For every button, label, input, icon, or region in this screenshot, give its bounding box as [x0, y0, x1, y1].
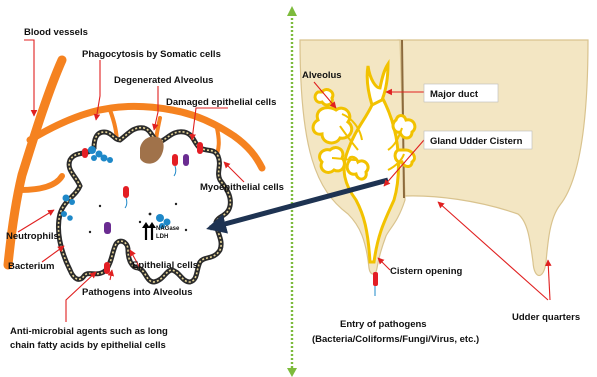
label-damaged-epithelial: Damaged epithelial cells: [166, 97, 276, 108]
label-bacterium: Bacterium: [8, 261, 54, 272]
label-nagase: NAGase: [156, 226, 180, 232]
label-antimicrobial-line2: chain fatty acids by epithelial cells: [10, 340, 166, 351]
panel-divider: [287, 6, 297, 377]
label-entry-line2: (Bacteria/Coliforms/Fungi/Virus, etc.): [312, 334, 479, 345]
udder-quarter-right: [397, 40, 588, 276]
label-major-duct: Major duct: [430, 89, 479, 100]
label-blood-vessels: Blood vessels: [24, 27, 88, 38]
label-udder-quarters: Udder quarters: [512, 312, 580, 323]
label-phagocytosis: Phagocytosis by Somatic cells: [82, 49, 221, 60]
label-degenerated-alveolus: Degenerated Alveolus: [114, 75, 213, 86]
entry-pathogen: [373, 272, 378, 286]
red-pathogen: [123, 186, 129, 198]
label-myoepithelial: Myoepithelial cells: [200, 182, 284, 193]
label-entry-line1: Entry of pathogens: [340, 319, 427, 330]
purple-pathogen: [183, 154, 189, 166]
red-pathogen: [104, 262, 110, 274]
red-pathogen: [197, 142, 203, 154]
label-alveolus: Alveolus: [302, 70, 342, 81]
label-ldh: LDH: [156, 234, 168, 240]
purple-pathogen: [104, 222, 111, 234]
label-epithelial-cells: Epithelial cells: [132, 260, 198, 271]
label-cistern-opening: Cistern opening: [390, 266, 463, 277]
red-pathogen: [172, 154, 178, 166]
label-pathogens-into-alveolus: Pathogens into Alveolus: [82, 287, 193, 298]
label-antimicrobial-line1: Anti-microbial agents such as long: [10, 326, 168, 337]
udder-illustration: [300, 40, 588, 276]
label-neutrophils: Neutrophils: [6, 231, 59, 242]
label-gland-udder-cistern: Gland Udder Cistern: [430, 136, 523, 147]
red-pathogen: [82, 148, 88, 158]
